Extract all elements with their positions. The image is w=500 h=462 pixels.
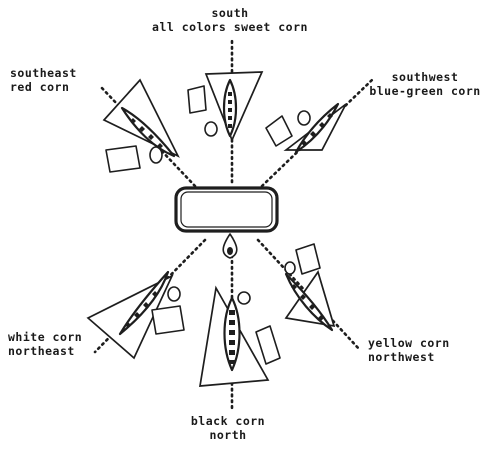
label-southwest-line2: blue-green corn	[369, 84, 481, 98]
label-north-line1: black corn	[190, 414, 266, 428]
northwest-block	[295, 243, 321, 275]
north-corn-group	[198, 285, 281, 387]
northeast-corn-ear	[118, 270, 170, 336]
center-altar-inner	[180, 191, 273, 228]
south-corn-group	[187, 71, 264, 143]
label-northwest: yellow corn northwest	[368, 336, 450, 364]
southwest-corn-group	[265, 102, 347, 154]
label-northwest-line2: northwest	[368, 350, 435, 364]
northeast-block	[151, 305, 185, 335]
label-southwest: southwest blue-green corn	[352, 70, 498, 98]
southwest-pebble	[297, 110, 311, 126]
label-northwest-line1: yellow corn	[368, 336, 450, 350]
northwest-corn-group	[284, 243, 336, 332]
south-block	[187, 85, 207, 114]
south-pebble	[204, 121, 218, 137]
southwest-block	[265, 115, 293, 147]
northeast-corn-group	[86, 270, 185, 360]
label-north-line2: north	[209, 428, 247, 442]
northeast-pebble	[167, 286, 181, 302]
label-southeast-line1: southeast	[10, 66, 77, 80]
label-south: south all colors sweet corn	[150, 6, 310, 34]
label-northeast-line1: white corn	[8, 330, 83, 344]
center-altar	[174, 186, 279, 233]
northwest-pebble	[284, 261, 296, 275]
label-northeast-line2: northeast	[8, 344, 75, 358]
southeast-block	[105, 145, 141, 173]
southeast-corn-group	[102, 78, 180, 173]
label-southwest-line1: southwest	[391, 70, 459, 84]
north-block	[255, 325, 281, 365]
label-southeast: southeast red corn	[10, 66, 77, 94]
label-southeast-line2: red corn	[10, 80, 70, 94]
label-south-line2: all colors sweet corn	[152, 20, 308, 34]
label-north: black corn north	[168, 414, 288, 442]
label-south-line1: south	[211, 6, 249, 20]
center-drop-inner	[227, 247, 233, 255]
center-drop	[222, 233, 238, 259]
north-pebble	[237, 291, 251, 305]
label-northeast: white corn northeast	[8, 330, 82, 358]
